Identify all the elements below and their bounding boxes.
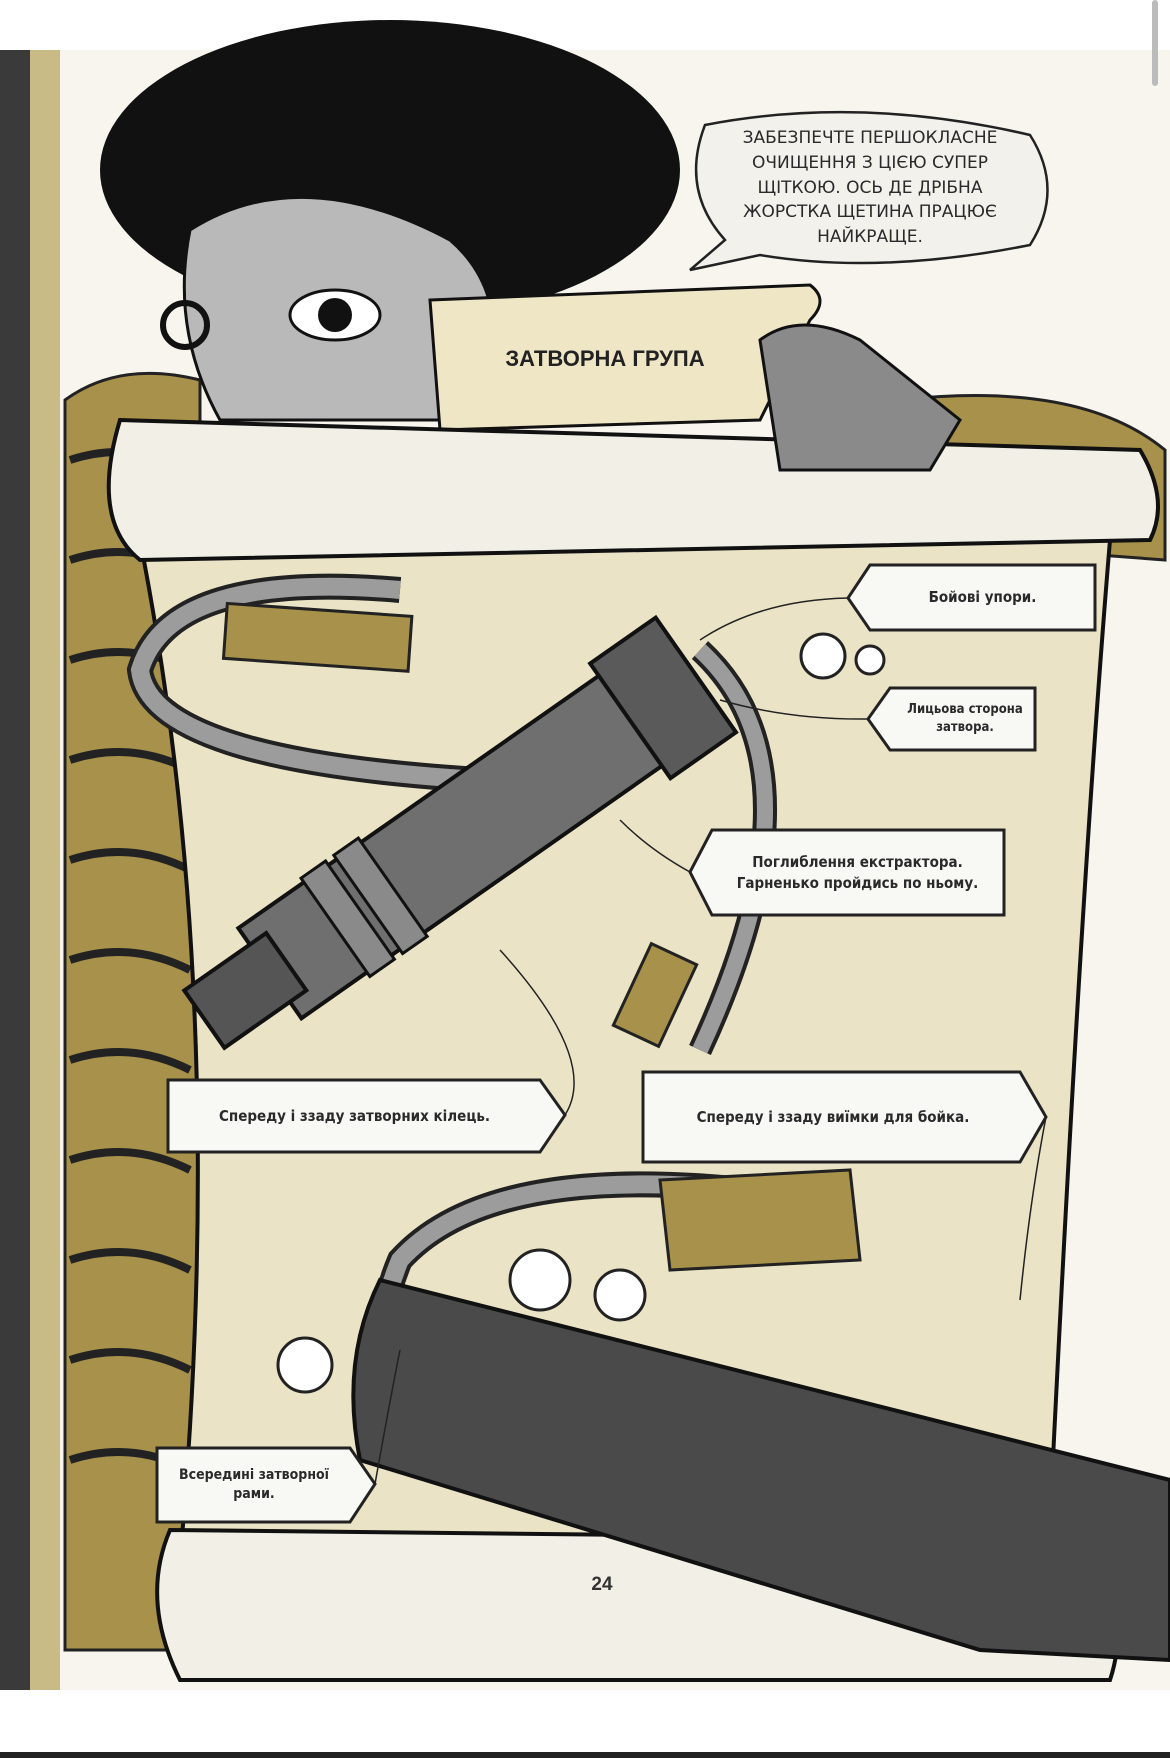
earring	[160, 300, 210, 350]
tag-extractor-recess: Поглиблення екстрактора. Гарненько пройд…	[736, 853, 979, 892]
speech-bubble-text: ЗАБЕЗПЕЧТЕ ПЕРШОКЛАСНЕ ОЧИЩЕННЯ З ЦІЄЮ С…	[742, 128, 998, 247]
label-tags	[155, 563, 1097, 1524]
bolt	[181, 614, 739, 1051]
hand	[758, 323, 962, 472]
tag-strings	[374, 597, 1047, 1485]
tag-firing-pin-recess: Спереду і ззаду виїмки для бойка.	[696, 1107, 970, 1126]
bottom-divider	[0, 1752, 1170, 1758]
bolt-carrier	[351, 1277, 1170, 1663]
tag-bolt-face: Лицьова сторона затвора.	[907, 702, 1023, 735]
page-spine	[0, 50, 30, 1690]
tag-locking-lugs: Бойові упори.	[928, 588, 1037, 607]
brush-bristles-3	[658, 1168, 862, 1272]
cotton-puffs	[276, 632, 886, 1394]
brush-bristles-1	[221, 601, 414, 673]
tag-gas-rings: Спереду і ззаду затворних кілець.	[219, 1106, 490, 1125]
scroll-title: ЗАТВОРНА ГРУПА	[505, 346, 705, 371]
page-number: 24	[591, 1574, 613, 1595]
left-page-edge	[30, 50, 60, 1690]
speech-bubble-shape	[689, 110, 1049, 272]
tag-inside-bolt-carrier: Всередині затворної рами.	[179, 1467, 329, 1502]
scrollbar[interactable]	[1152, 0, 1158, 86]
brush-bristles-2	[611, 941, 699, 1049]
